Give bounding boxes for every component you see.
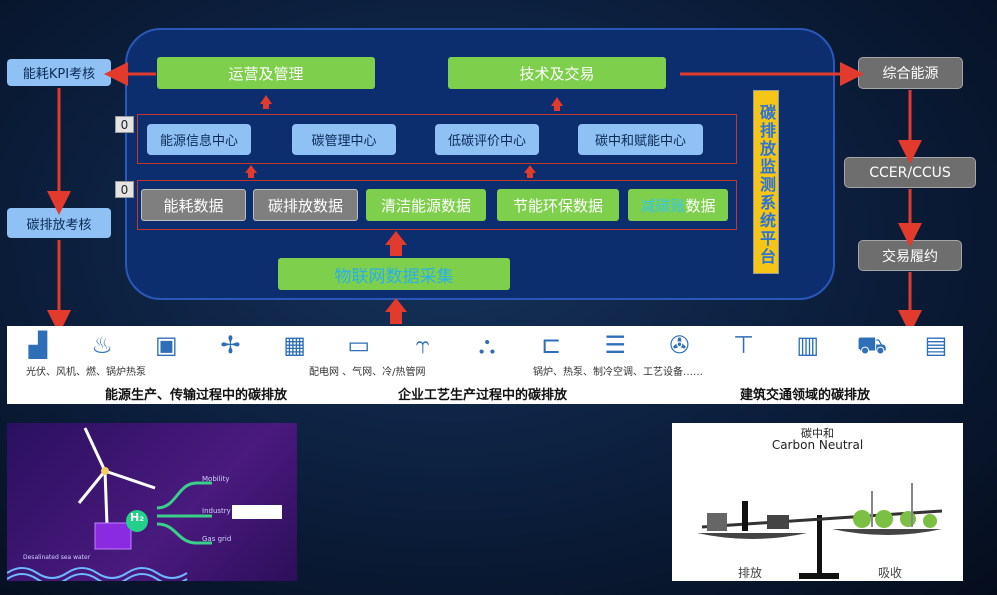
up-arrow-ops: [260, 95, 272, 104]
vertical-platform-title: 碳排放监测系统平台: [753, 90, 779, 274]
wind-turbine-icon: ✢: [220, 331, 241, 359]
up-arrow-data-right: [524, 165, 536, 173]
furnace-icon: ☰: [604, 331, 627, 359]
carbon-neutral-illustration: 碳中和 Carbon Neutral 排放 吸收: [672, 423, 963, 581]
hydrogen-illustration: H₂ Mobility Industry Gas grid Desalinate…: [7, 423, 297, 581]
car-icon: ⛟: [856, 331, 887, 359]
absorption-label: 吸收: [878, 566, 903, 580]
carbon-ledger-highlight: 减碳账: [640, 196, 686, 215]
strip-label-generation: 光伏、风机、燃、锅炉热泵: [26, 367, 146, 378]
integrated-energy-box[interactable]: 综合能源: [858, 57, 963, 89]
center-energy-info[interactable]: 能源信息中心: [147, 124, 251, 155]
carbon-ledger-rest: 数据: [685, 196, 716, 215]
industry-label: Industry: [202, 507, 231, 515]
carbon-neutral-title-en: Carbon Neutral: [771, 438, 864, 452]
gas-grid-label: Gas grid: [202, 535, 232, 543]
strip-icons-row: ▟ ♨ ▣ ✢ ▦ ▭ ⥾ ⛬ ⊏ ☰ ✇ ⊤ ▥ ⛟ ▤: [22, 330, 952, 362]
strip-label-equipment: 锅炉、热泵、制冷空调、工艺设备……: [533, 367, 703, 378]
up-arrow-strip: [385, 298, 407, 312]
ccer-ccus-box[interactable]: CCER/CCUS: [844, 157, 976, 188]
hydrogen-graphic: [7, 427, 282, 581]
centers-counter: 0: [115, 116, 134, 133]
balance-graphic: [697, 483, 943, 579]
data-carbon-emission[interactable]: 碳排放数据: [253, 189, 358, 221]
iot-data-collection[interactable]: 物联网数据采集: [278, 258, 510, 290]
solar-panel-icon: ▦: [283, 331, 306, 359]
battery-icon: ▭: [347, 331, 371, 359]
strip-label-grid: 配电网 、气网、冷/热管网: [309, 367, 426, 378]
pipe-icon: ⥾: [416, 331, 430, 359]
mobility-label: Mobility: [202, 475, 230, 483]
strip-bold-industrial-process: 企业工艺生产过程中的碳排放: [398, 388, 568, 403]
fan-icon: ✇: [669, 331, 690, 359]
strip-bold-energy-production: 能源生产、传输过程中的碳排放: [105, 388, 288, 403]
h2-label: H₂: [130, 511, 145, 524]
center-low-carbon-evaluation[interactable]: 低碳评价中心: [435, 124, 539, 155]
strip-bold-building-transport: 建筑交通领域的碳排放: [740, 388, 871, 403]
data-counter: 0: [115, 181, 134, 198]
up-arrow-data-left: [245, 165, 257, 173]
centers-row-frame: [137, 114, 737, 164]
center-carbon-management[interactable]: 碳管理中心: [292, 124, 396, 155]
data-row-frame: [137, 180, 737, 230]
energy-kpi-box[interactable]: 能耗KPI考核: [7, 59, 111, 86]
emission-sources-strip: [7, 326, 963, 404]
emission-label: 排放: [738, 566, 763, 580]
up-arrow-iot: [385, 231, 407, 245]
valve-icon: ⊤: [733, 331, 754, 359]
data-carbon-ledger[interactable]: 减碳账数据: [628, 189, 728, 221]
flame-icon: ♨: [91, 331, 113, 359]
factory-icon: ▟: [28, 331, 48, 359]
up-arrow-tech: [551, 97, 563, 106]
center-carbon-neutral-enablement[interactable]: 碳中和赋能中心: [578, 124, 703, 155]
operations-management-box[interactable]: 运营及管理: [157, 57, 375, 89]
boiler-icon: ▣: [154, 331, 178, 359]
carbon-neutral-title-cn: 碳中和: [801, 427, 834, 440]
sea-water-label: Desalinated sea water: [23, 554, 91, 561]
building-icon: ▥: [796, 331, 820, 359]
pipeline-icon: ⊏: [541, 331, 562, 359]
data-energy-saving[interactable]: 节能环保数据: [497, 189, 619, 221]
bus-icon: ▤: [924, 331, 948, 359]
data-clean-energy[interactable]: 清洁能源数据: [366, 189, 486, 221]
tech-trade-box[interactable]: 技术及交易: [448, 57, 666, 89]
data-energy-consumption[interactable]: 能耗数据: [141, 189, 246, 221]
network-icon: ⛬: [478, 331, 496, 359]
